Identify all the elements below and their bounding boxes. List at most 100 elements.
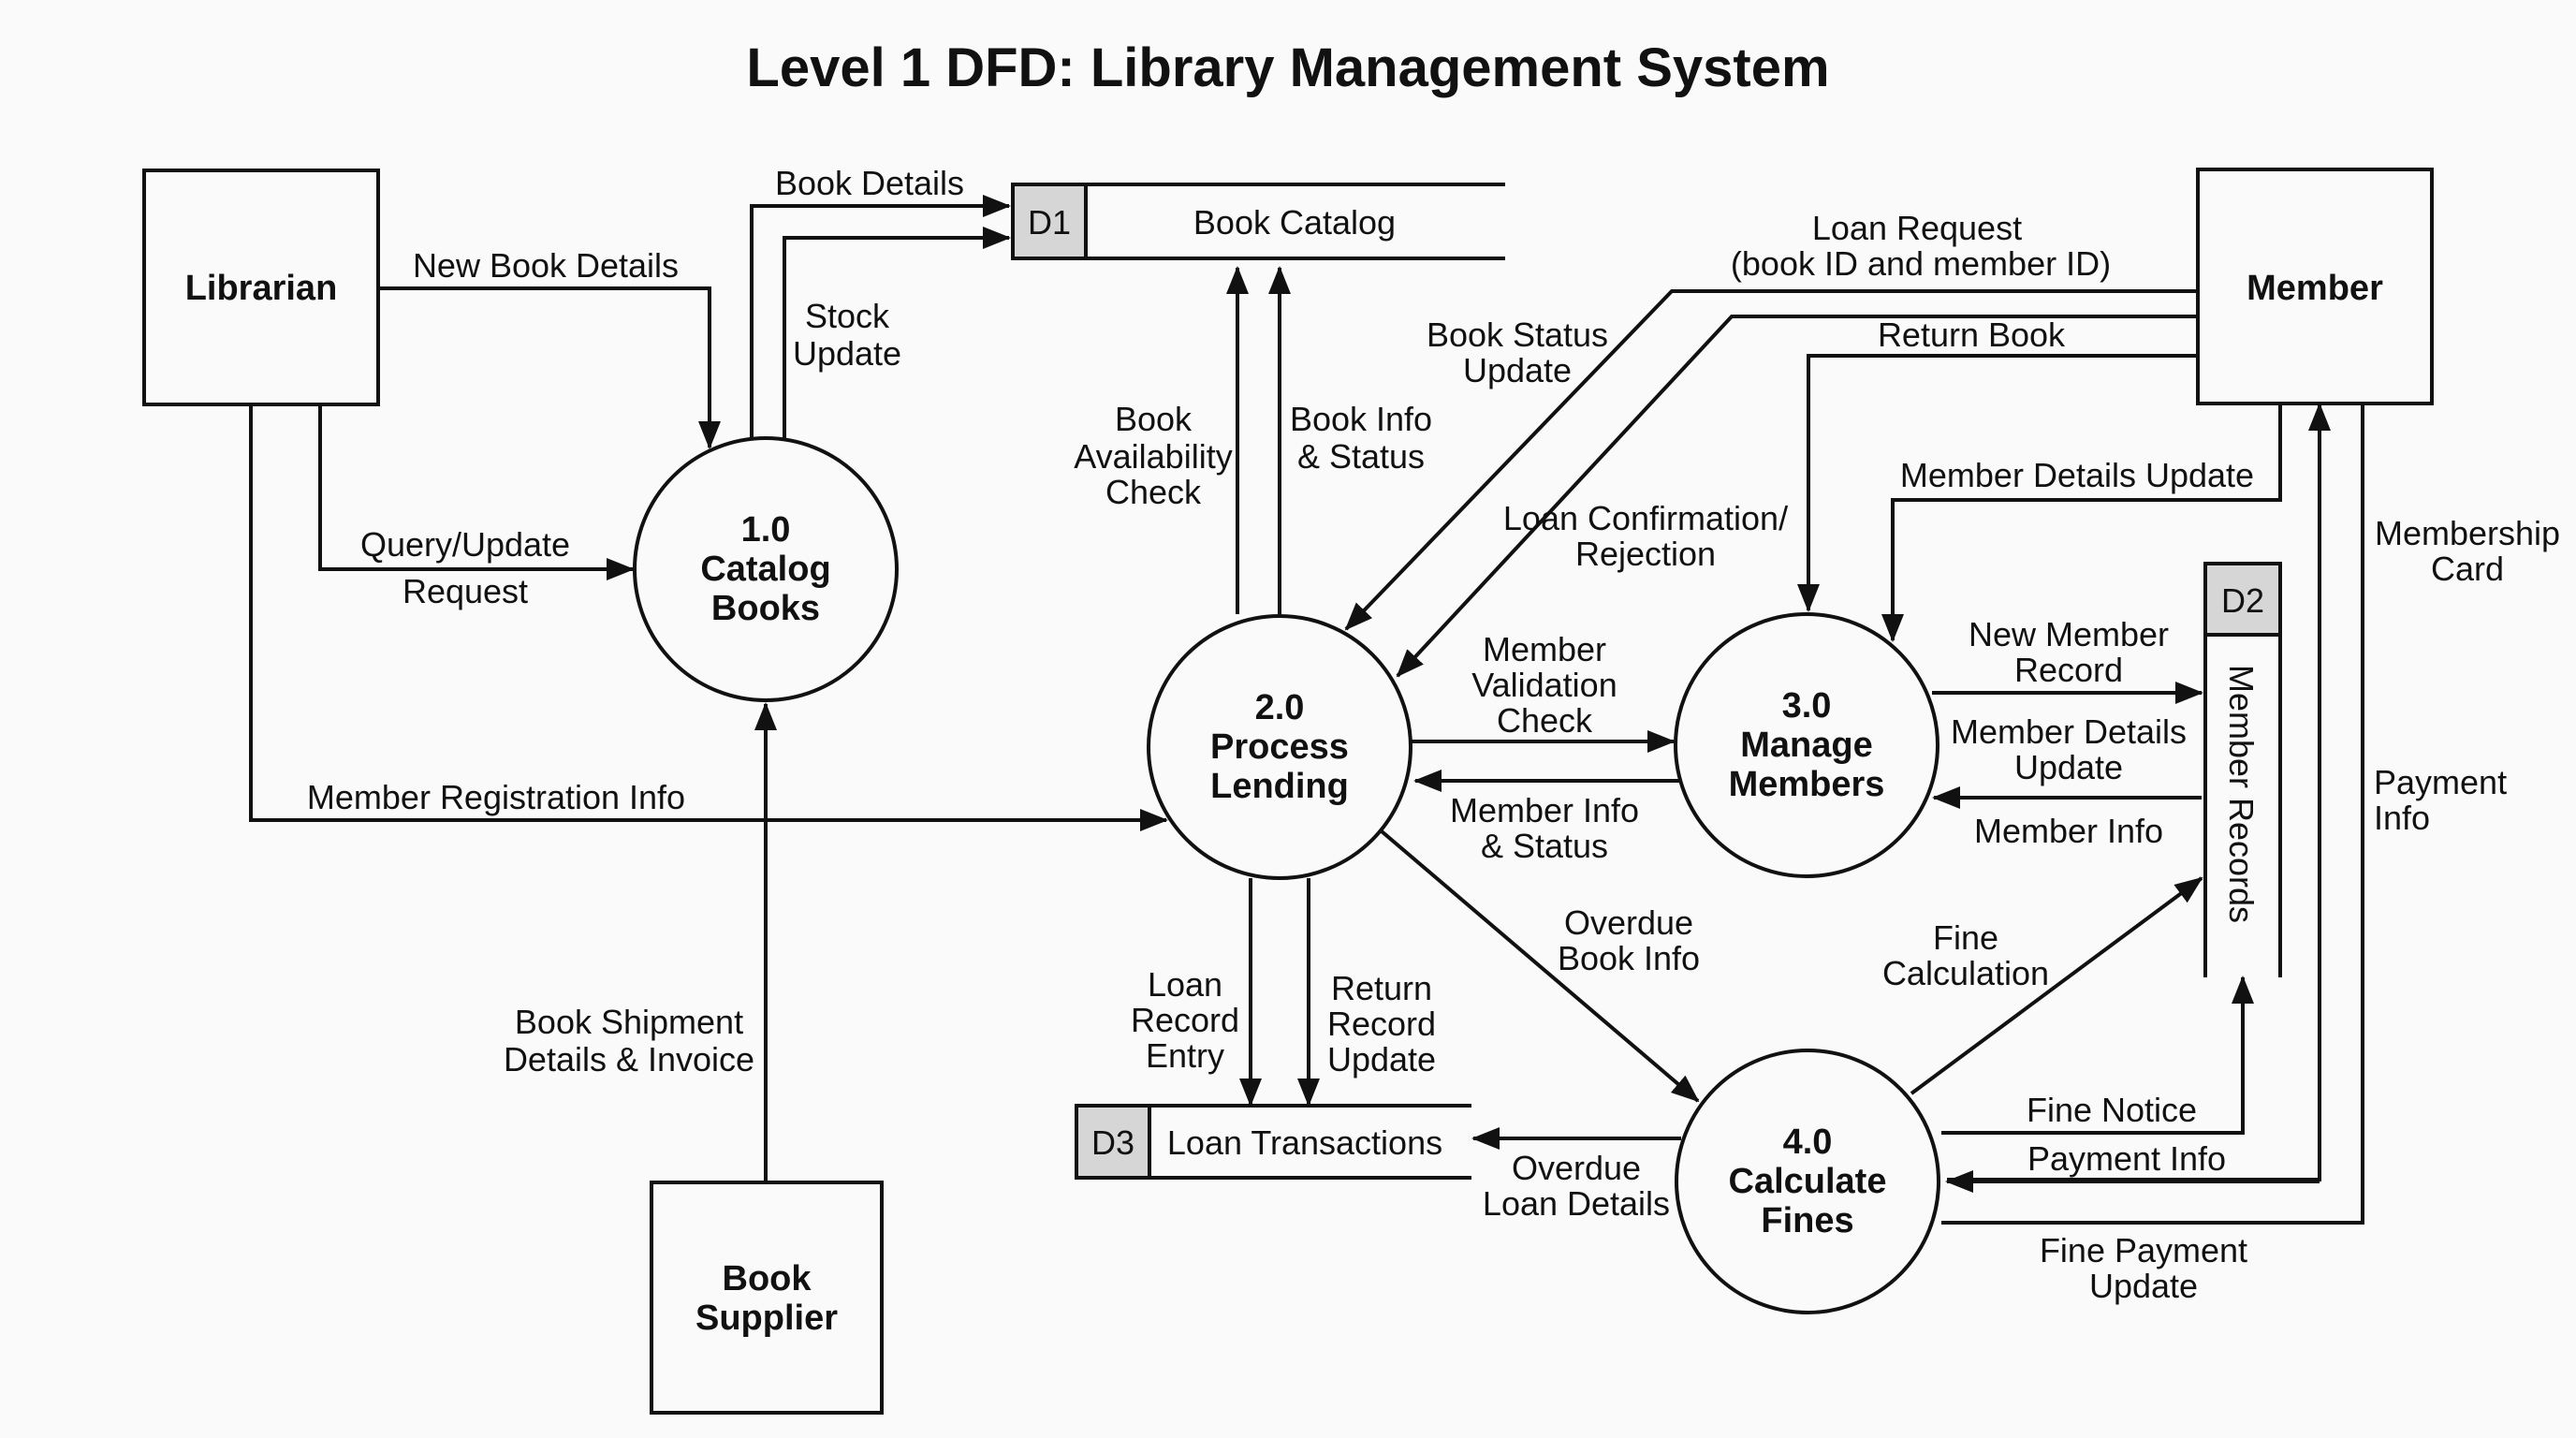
label-fine-notice: Fine Notice: [2027, 1091, 2197, 1129]
process-3-line-2: Manage: [1740, 726, 1872, 765]
svg-text:Overdue: Overdue: [1512, 1149, 1641, 1187]
svg-text:Payment Info: Payment Info: [2027, 1139, 2226, 1178]
svg-text:Update: Update: [793, 334, 901, 373]
label-loan-request: Loan Request (book ID and member ID): [1731, 209, 2111, 283]
store-d3-name: Loan Transactions: [1167, 1123, 1442, 1162]
svg-text:Book Status: Book Status: [1427, 315, 1608, 354]
svg-text:Loan Request: Loan Request: [1812, 209, 2022, 247]
label-shipment: Book Shipment Details & Invoice: [504, 1003, 754, 1078]
label-overdue-loan-details: Overdue Loan Details: [1483, 1149, 1670, 1223]
svg-text:Member Registration Info: Member Registration Info: [307, 778, 685, 816]
process-process-lending[interactable]: 2.0 Process Lending: [1147, 614, 1412, 880]
svg-text:(book ID and member ID): (book ID and member ID): [1731, 244, 2111, 283]
store-loan-transactions[interactable]: D3 Loan Transactions: [1075, 1104, 1471, 1180]
svg-text:Loan Confirmation/: Loan Confirmation/: [1503, 499, 1788, 537]
svg-text:Member: Member: [1483, 630, 1606, 668]
flow-loan-request: [1344, 289, 2198, 631]
flow-payment-info-up: [1947, 403, 2331, 1181]
svg-text:Check: Check: [1105, 473, 1202, 511]
svg-text:Card: Card: [2431, 550, 2504, 588]
label-return-record-update: Return Record Update: [1327, 969, 1436, 1078]
label-member-details-update-top: Member Details Update: [1900, 456, 2254, 494]
process-2-number: 2.0: [1255, 688, 1305, 727]
flow-member-details-update-top: [1881, 405, 2282, 642]
store-d1-name: Book Catalog: [1193, 203, 1396, 242]
svg-text:Book: Book: [1115, 400, 1193, 438]
svg-text:Overdue: Overdue: [1564, 903, 1693, 942]
svg-text:Validation: Validation: [1471, 666, 1617, 704]
svg-text:Info: Info: [2374, 799, 2430, 837]
entity-book-supplier[interactable]: Book Supplier: [650, 1181, 884, 1415]
svg-text:Update: Update: [1463, 351, 1572, 389]
svg-text:New Member: New Member: [1969, 615, 2169, 653]
svg-text:& Status: & Status: [1481, 827, 1608, 865]
flow-book-details: [750, 195, 1011, 444]
flow-return-book: [1797, 354, 2198, 612]
label-new-book-details: New Book Details: [413, 246, 679, 285]
svg-text:Record: Record: [2014, 651, 2123, 689]
svg-text:Member Info: Member Info: [1450, 791, 1639, 829]
process-calculate-fines[interactable]: 4.0 Calculate Fines: [1675, 1049, 1940, 1314]
process-1-line-3: Books: [711, 589, 820, 628]
svg-text:Loan: Loan: [1148, 965, 1222, 1004]
label-member-info-status: Member Info & Status: [1450, 791, 1639, 865]
label-member-validation: Member Validation Check: [1471, 630, 1617, 740]
flow-fine-payment-update: [1941, 405, 2364, 1225]
entity-librarian[interactable]: Librarian: [142, 169, 380, 406]
flow-member-registration: [249, 405, 1168, 831]
label-availability: Book Availability Check: [1074, 400, 1232, 511]
store-d1-id: D1: [1028, 203, 1071, 242]
label-overdue-book-info: Overdue Book Info: [1558, 903, 1700, 977]
process-4-line-3: Fines: [1761, 1201, 1853, 1240]
process-2-line-2: Process: [1210, 727, 1349, 767]
svg-text:Fine Payment: Fine Payment: [2040, 1231, 2247, 1269]
entity-member-label: Member: [2247, 269, 2383, 308]
entity-supplier-line-1: Book: [723, 1259, 812, 1299]
label-return-book: Return Book: [1878, 315, 2066, 354]
process-manage-members[interactable]: 3.0 Manage Members: [1674, 612, 1939, 878]
store-d2-id: D2: [2221, 581, 2264, 620]
label-member-registration: Member Registration Info: [307, 778, 685, 816]
label-member-info: Member Info: [1974, 812, 2163, 850]
svg-text:New Book Details: New Book Details: [413, 246, 679, 285]
svg-text:Fine: Fine: [1933, 918, 1998, 957]
label-query-update: Query/Update Request: [360, 525, 570, 610]
svg-text:Entry: Entry: [1146, 1036, 1224, 1075]
label-book-details: Book Details: [775, 164, 964, 202]
svg-text:Payment: Payment: [2374, 763, 2507, 801]
label-info-status: Book Info & Status: [1290, 400, 1432, 476]
label-book-status-update: Book Status Update: [1427, 315, 1608, 389]
svg-text:Fine Notice: Fine Notice: [2027, 1091, 2197, 1129]
svg-text:Book Info: Book Info: [1558, 939, 1700, 977]
label-loan-record-entry: Loan Record Entry: [1131, 965, 1239, 1075]
flow-fine-notice: [1941, 976, 2254, 1135]
store-book-catalog[interactable]: D1 Book Catalog: [1011, 183, 1505, 260]
flow-loan-confirmation: [1396, 315, 2198, 678]
svg-text:Member Info: Member Info: [1974, 812, 2163, 850]
flow-query-update: [318, 405, 635, 580]
diagram-title: Level 1 DFD: Library Management System: [746, 37, 1829, 98]
entity-member[interactable]: Member: [2196, 168, 2434, 405]
svg-text:Rejection: Rejection: [1575, 535, 1716, 573]
svg-text:Check: Check: [1497, 701, 1593, 740]
label-fine-calculation: Fine Calculation: [1882, 918, 2049, 992]
flow-overdue-book-info: [1380, 829, 1700, 1103]
process-3-line-3: Members: [1729, 765, 1885, 804]
process-4-number: 4.0: [1783, 1123, 1833, 1162]
svg-text:Availability: Availability: [1074, 437, 1232, 476]
svg-text:Book Shipment: Book Shipment: [515, 1003, 743, 1041]
svg-text:& Status: & Status: [1297, 437, 1425, 476]
label-payment-info: Payment Info: [2027, 1139, 2226, 1178]
svg-text:Member Details Update: Member Details Update: [1900, 456, 2254, 494]
entity-librarian-label: Librarian: [185, 269, 338, 308]
process-catalog-books[interactable]: 1.0 Catalog Books: [633, 436, 899, 702]
svg-text:Return: Return: [1331, 969, 1432, 1007]
svg-text:Membership: Membership: [2375, 514, 2560, 552]
svg-text:Return Book: Return Book: [1878, 315, 2066, 354]
flow-new-book-details: [379, 286, 721, 449]
store-member-records[interactable]: D2 Member Records: [2203, 562, 2282, 977]
process-2-line-3: Lending: [1210, 767, 1349, 806]
label-payment-info-side: Payment Info: [2374, 763, 2507, 837]
svg-text:Query/Update: Query/Update: [360, 525, 570, 564]
